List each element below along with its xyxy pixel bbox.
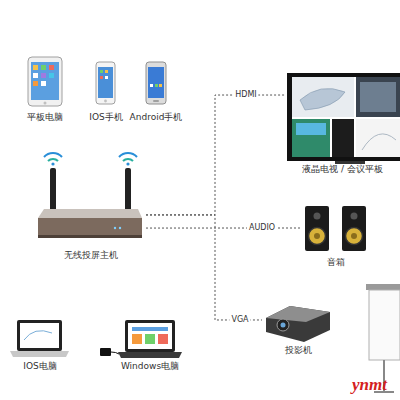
projector-icon (266, 306, 330, 342)
signal-name: AUDIO (247, 223, 277, 233)
tablet-icon (28, 57, 62, 106)
cable-line (146, 215, 262, 320)
host-node: 无线投屏主机 (36, 145, 146, 261)
device-caption: 液晶电视 / 会议平板 (302, 164, 383, 175)
projector-node: 投影机 (262, 302, 334, 356)
phone-node: IOS手机 (84, 55, 128, 123)
signal-name: VGA (229, 315, 250, 325)
tablet-node: 平板电脑 (22, 55, 68, 123)
device-caption: 音箱 (327, 257, 345, 268)
phone-node: Android手机 (130, 55, 182, 123)
signal-name: HDMI (233, 90, 258, 100)
device-caption: 平板电脑 (27, 112, 63, 123)
device-caption: Android手机 (130, 112, 183, 123)
device-caption: IOS电脑 (23, 361, 56, 372)
device-caption: Windows电脑 (121, 361, 179, 372)
android-phone-icon (146, 62, 166, 104)
ios-laptop-icon (10, 320, 69, 357)
lcd-tv-icon (287, 73, 400, 164)
speaker-icon (305, 206, 366, 251)
windows-laptop-icon (100, 320, 182, 358)
device-caption: 无线投屏主机 (64, 250, 118, 261)
speaker-node: 音箱 (300, 202, 372, 268)
display-node: 液晶电视 / 会议平板 (285, 71, 400, 175)
watermark: ynmt (352, 375, 387, 395)
device-caption: 投影机 (285, 345, 312, 356)
iphone-icon (96, 62, 115, 104)
device-caption: IOS手机 (89, 112, 122, 123)
wireless-host-icon (38, 153, 142, 238)
laptop-node: Windows电脑 (113, 316, 187, 372)
laptop-node: IOS电脑 (8, 316, 72, 372)
